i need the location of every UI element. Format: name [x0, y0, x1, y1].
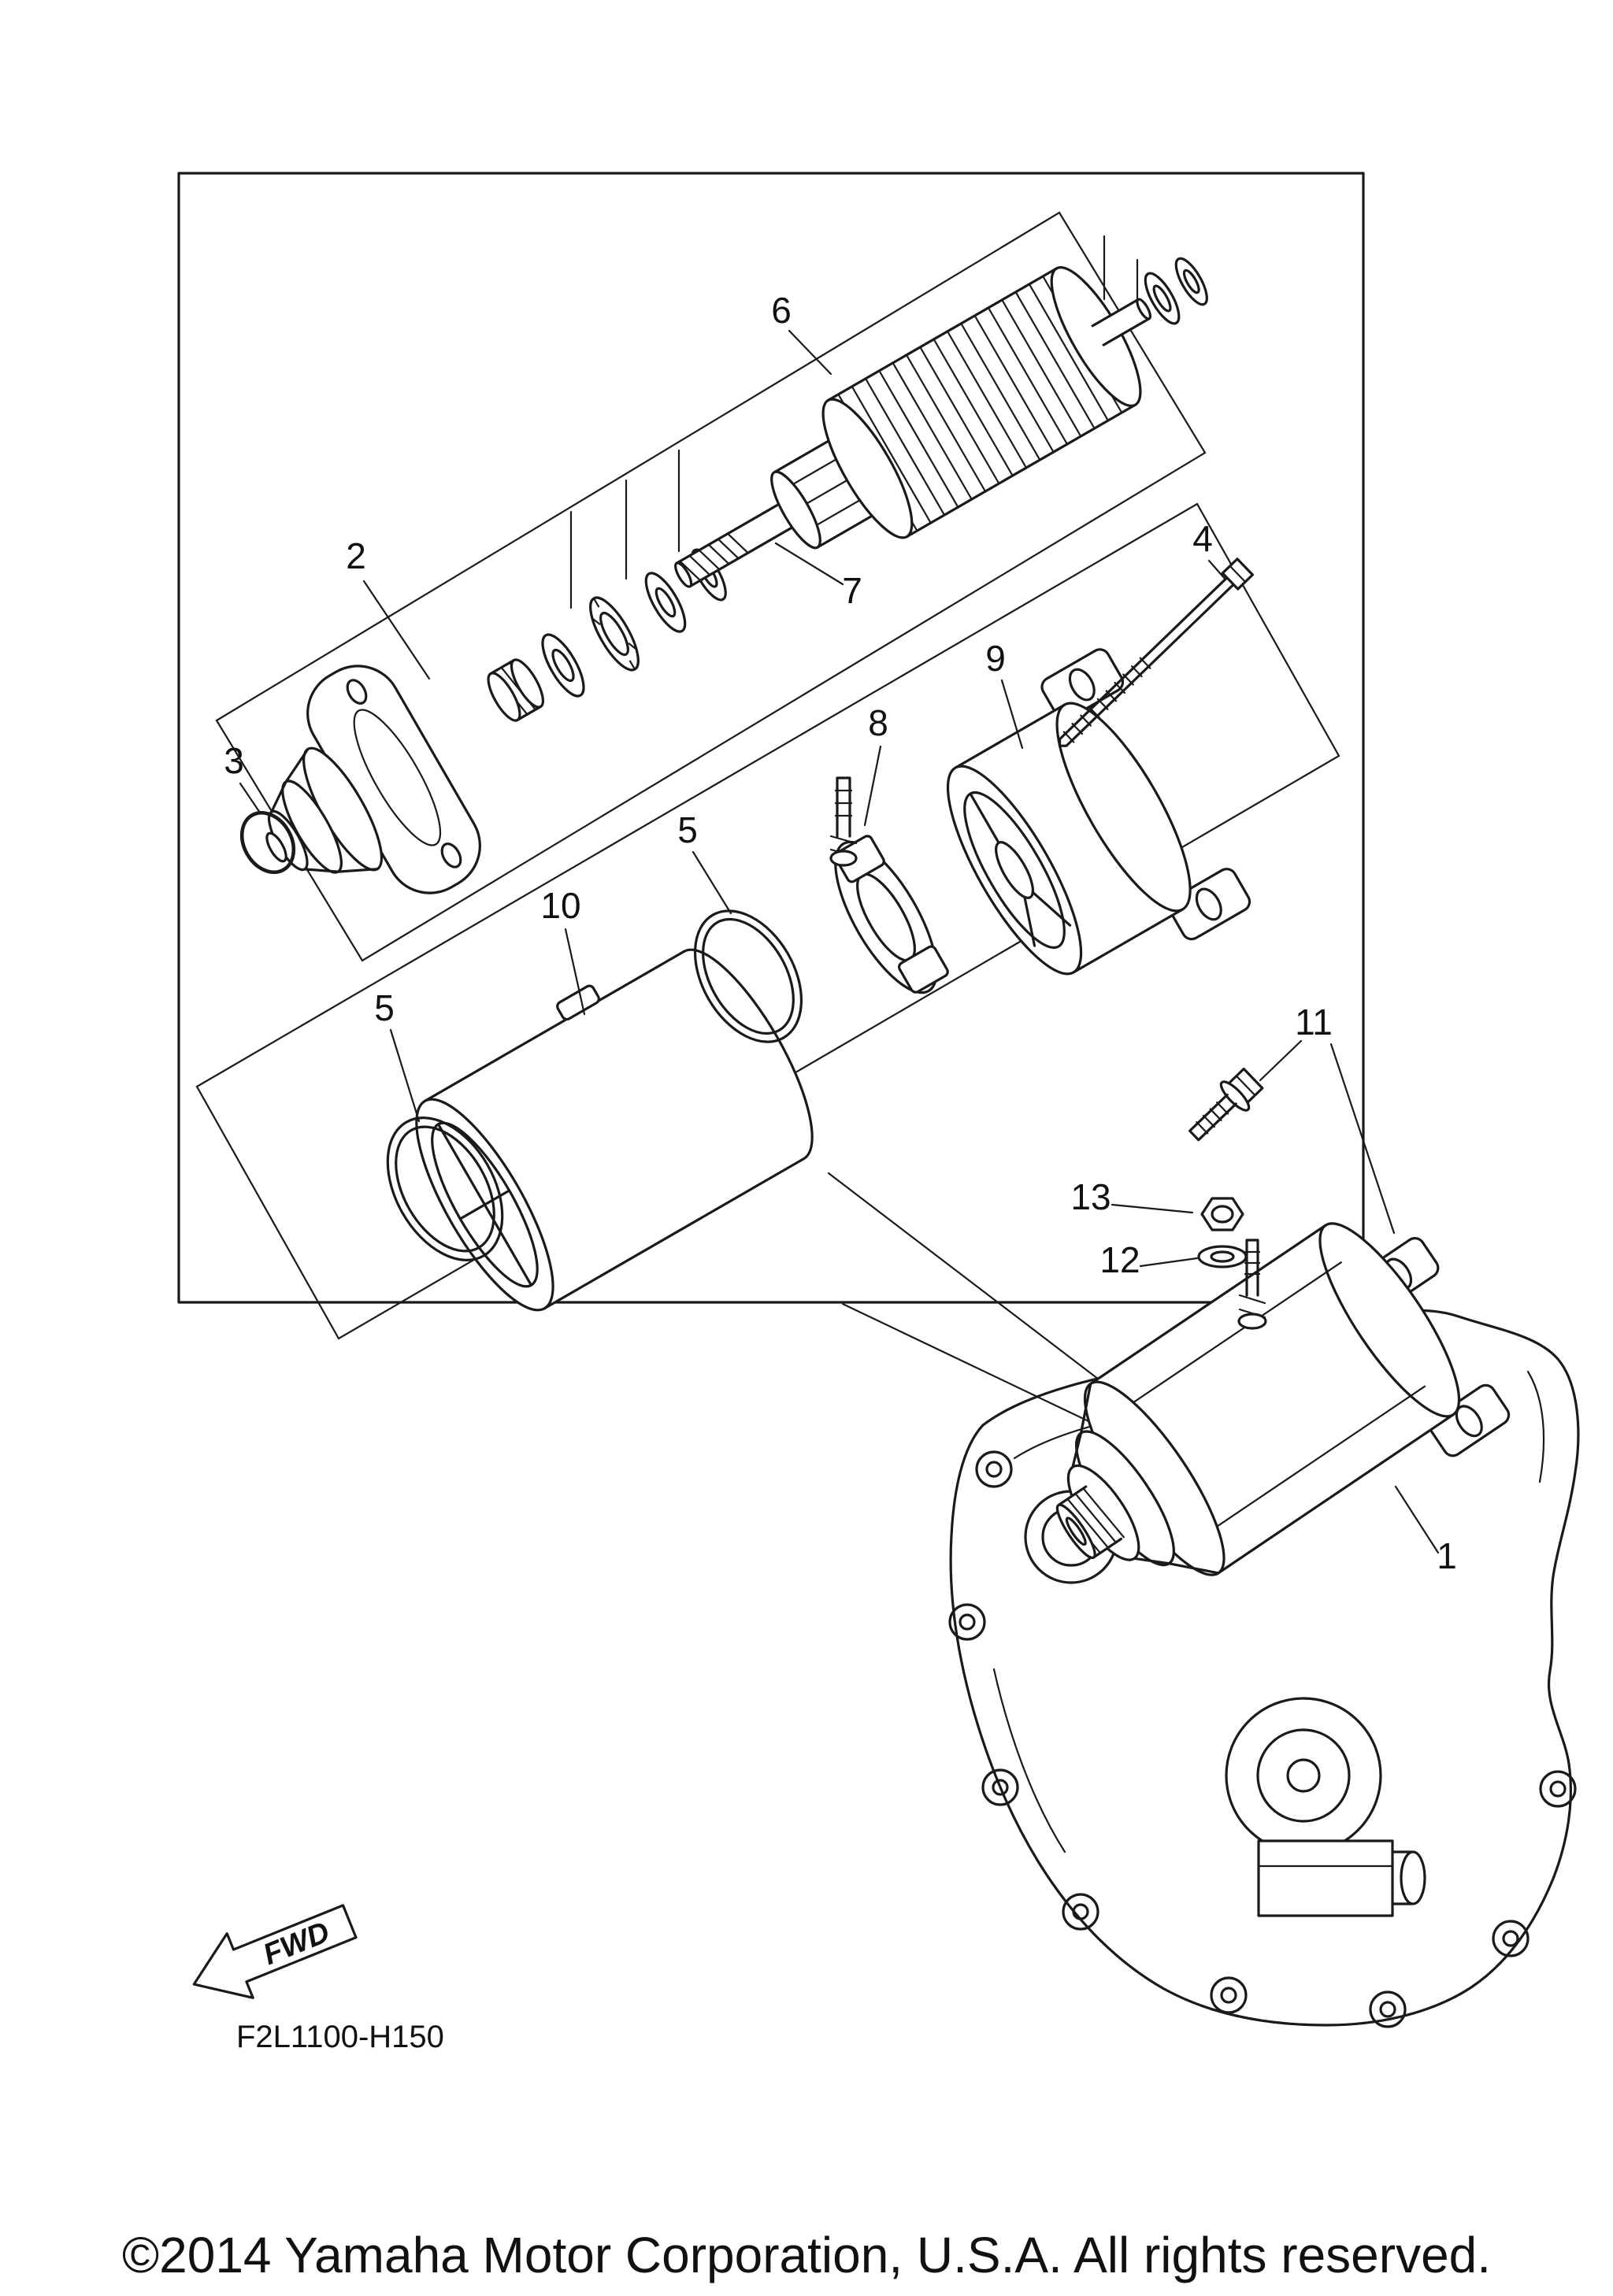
- copyright-text: ©2014 Yamaha Motor Corporation, U.S.A. A…: [122, 2227, 1491, 2283]
- part-8-brush-holder: [829, 776, 949, 994]
- callout-8: 8: [868, 702, 888, 743]
- part-10-yoke: [415, 948, 814, 1312]
- part-1-starter-motor-assembly: [1055, 1222, 1511, 1576]
- callout-11: 11: [1295, 1002, 1333, 1042]
- diagram-code-text: F2L1100-H150: [236, 2020, 444, 2054]
- part-9-rear-bracket: [946, 648, 1251, 976]
- callout-6: 6: [771, 290, 792, 331]
- callout-7: 7: [842, 570, 862, 611]
- part-11-mount-bolt: [1188, 1067, 1264, 1142]
- callout-13: 13: [1070, 1176, 1111, 1217]
- part-6-armature: [674, 257, 1208, 588]
- callout-2: 2: [346, 535, 366, 576]
- motor-terminal-stud: [1237, 1239, 1267, 1330]
- callout-9: 9: [985, 638, 1006, 679]
- callouts: 6 2 3 4 7 9 8 5 10 5 11 13 12 1: [224, 290, 1457, 1576]
- part-2-front-bracket: [265, 665, 481, 894]
- fwd-arrow: FWD: [192, 1904, 358, 1999]
- callout-5-lower: 5: [374, 987, 395, 1028]
- part-5-o-ring-lower: [386, 1117, 504, 1261]
- leader-lines: [239, 329, 1440, 1554]
- callout-4: 4: [1192, 518, 1213, 559]
- exploded-view-frame: [177, 172, 1365, 1304]
- callout-1: 1: [1437, 1535, 1457, 1576]
- callout-3: 3: [224, 740, 244, 781]
- part-5-o-ring-upper: [693, 909, 803, 1043]
- callout-12: 12: [1099, 1239, 1140, 1280]
- crankcase-outline: [948, 1309, 1580, 2028]
- part-4-through-bolt: [1058, 557, 1255, 747]
- callout-10: 10: [540, 885, 580, 926]
- callout-5-upper: 5: [677, 809, 698, 850]
- part-13-nut: [1200, 1197, 1244, 1231]
- part-12-washer: [1197, 1245, 1248, 1268]
- part-3-o-ring: [239, 810, 296, 875]
